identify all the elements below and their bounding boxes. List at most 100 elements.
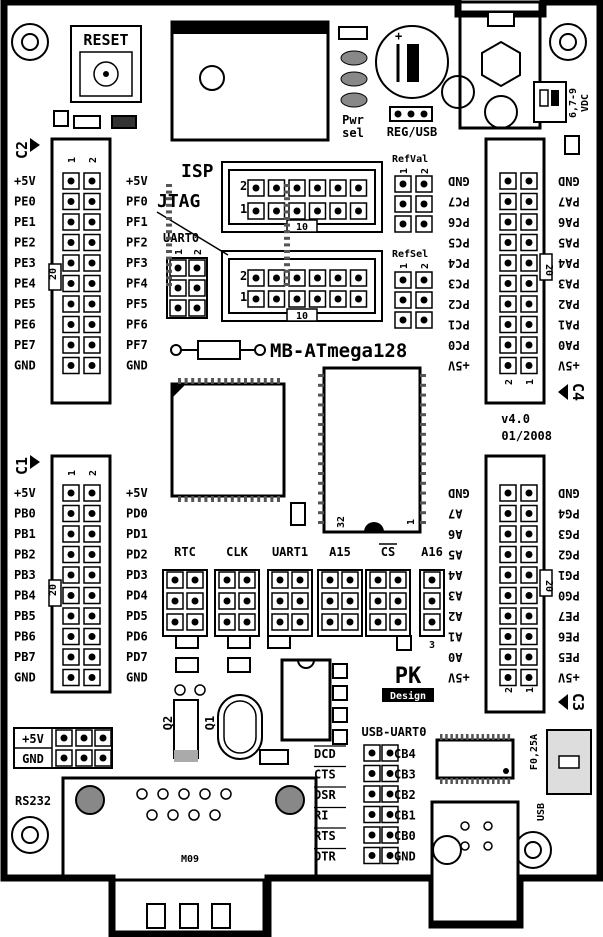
connector-c4: 20 C4 2 1	[484, 137, 587, 405]
pin-label: PD2	[126, 548, 148, 562]
pwr-sel-label-2: sel	[342, 126, 364, 140]
mounting-hole	[11, 23, 49, 61]
svg-text:2: 2	[504, 379, 515, 385]
isp-header: ISP 2 1 10	[181, 161, 383, 233]
serial-signal-label: CB4	[394, 747, 416, 761]
pin-label: PF3	[126, 256, 148, 270]
pin-label: PE0	[14, 195, 36, 209]
pin-label: PD5	[126, 609, 148, 623]
pin-label: PC0	[448, 338, 470, 352]
pin-label: PB5	[14, 609, 36, 623]
svg-text:1: 1	[525, 379, 536, 385]
pin-label: +5V	[448, 671, 470, 685]
mounting-hole	[549, 23, 587, 61]
svg-text:1: 1	[174, 249, 185, 255]
pin-label: A4	[448, 568, 462, 582]
reset-button: RESET	[70, 25, 142, 103]
pin-label: +5V	[14, 174, 36, 188]
header-pins	[55, 172, 538, 767]
pin-label: PF5	[126, 297, 148, 311]
pin-label: PD4	[126, 589, 148, 603]
pin-label: A2	[448, 609, 462, 623]
serial-signal-label: CB1	[394, 809, 416, 823]
pin-label: PE6	[14, 318, 36, 332]
svg-text:1: 1	[525, 687, 536, 693]
pin-label: PG2	[558, 548, 580, 562]
pin-label: PE3	[14, 256, 36, 270]
reg-usb-label: REG/USB	[387, 125, 438, 139]
jumper-label-rtc: RTC	[174, 545, 196, 559]
serial-signal-label: DTR	[314, 850, 336, 864]
pin-label: PE1	[14, 215, 36, 229]
uart0-header: UART0 1 2	[163, 231, 208, 319]
pin-label: A0	[448, 650, 462, 664]
pin-label: PB1	[14, 527, 36, 541]
pin-count-label: 20	[48, 268, 59, 280]
pin-label: PD0	[126, 507, 148, 521]
serial-signal-label: DCD	[314, 747, 336, 761]
uart0-label: UART0	[163, 231, 199, 245]
pin-label: PC7	[448, 195, 470, 209]
serial-signal-label: RI	[314, 809, 328, 823]
q1-label: Q1	[203, 716, 217, 730]
c2-label: C2	[13, 141, 31, 159]
jumper-label-clk: CLK	[226, 545, 248, 559]
pin-label: +5V	[14, 486, 36, 500]
jumper-label-uart1: UART1	[272, 545, 308, 559]
max232-chip	[280, 658, 332, 742]
pin-label: GND	[126, 671, 148, 685]
pin-label: PC5	[448, 236, 470, 250]
capacitor: +	[375, 25, 449, 99]
rs232-label: RS232	[15, 794, 51, 808]
power-vcc-label: +5V	[22, 732, 44, 746]
jumper-label-cs: CS	[381, 545, 395, 559]
serial-signal-label: RTS	[314, 829, 336, 843]
pin-label: GND	[558, 486, 580, 500]
svg-text:2: 2	[193, 249, 204, 255]
pin-label: +5V	[558, 671, 580, 685]
usb-uart-chip	[435, 738, 515, 780]
pin-label: PA3	[558, 277, 580, 291]
serial-signal-label: DSR	[314, 788, 336, 802]
pin-label: PC6	[448, 215, 470, 229]
pin-label: PD7	[126, 650, 148, 664]
pin-label: PB2	[14, 548, 36, 562]
pin-count-label: 20	[543, 580, 554, 592]
pin-label: PF7	[126, 338, 148, 352]
pin-label: PE6	[558, 630, 580, 644]
fuse	[546, 729, 592, 795]
pin-label: PF0	[126, 195, 148, 209]
pin-label: A5	[448, 548, 462, 562]
pin-label: PD1	[126, 527, 148, 541]
pin-label: PF6	[126, 318, 148, 332]
svg-text:2: 2	[240, 179, 247, 193]
atmega-chip	[166, 184, 290, 502]
pin-label: PD6	[126, 630, 148, 644]
pin-label: A6	[448, 527, 462, 541]
svg-text:1: 1	[399, 263, 410, 269]
pin-32-label: 32	[336, 516, 347, 528]
pin-label: +5V	[448, 359, 470, 373]
power-block: +5V GND	[13, 727, 113, 769]
svg-text:2: 2	[504, 687, 515, 693]
pin-label: GND	[126, 359, 148, 373]
svg-text:1: 1	[67, 470, 78, 476]
pin-label: PC1	[448, 318, 470, 332]
pin-label: PE5	[558, 650, 580, 664]
pin-label: PG0	[558, 589, 580, 603]
pin-label: PA1	[558, 318, 580, 332]
pin-label: PG1	[558, 568, 580, 582]
c1-label: C1	[13, 457, 31, 475]
connector-c3: 20 C3 2 1	[484, 454, 587, 714]
crystal-q2: Q2	[161, 684, 206, 762]
pin-label: A7	[448, 507, 462, 521]
c4-label: C4	[569, 383, 587, 401]
pin-label: +5V	[126, 486, 148, 500]
serial-signal-label: GND	[394, 850, 416, 864]
svg-text:+: +	[395, 29, 402, 43]
pwr-sel-label: Pwr	[342, 113, 364, 127]
jtag-header: JTAG 2 1 10	[156, 191, 383, 322]
svg-text:2: 2	[88, 470, 99, 476]
